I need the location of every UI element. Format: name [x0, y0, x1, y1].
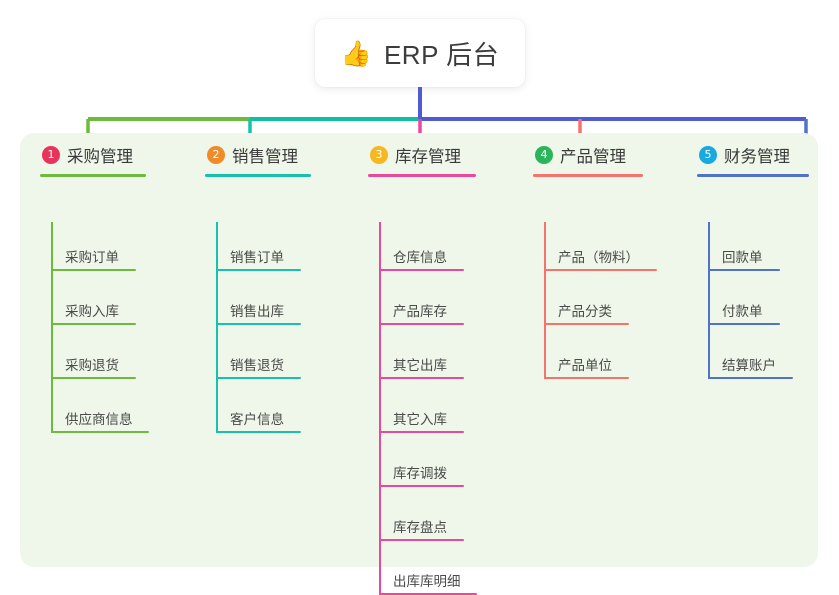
- submodule-underline: [708, 269, 780, 271]
- module-underline: [368, 174, 476, 177]
- submodule-underline: [379, 539, 464, 541]
- module-index-badge: 1: [42, 146, 60, 164]
- submodule-label: 付款单: [722, 304, 763, 319]
- modules-panel: [20, 133, 818, 567]
- submodule-underline: [216, 377, 301, 379]
- submodule-underline: [379, 323, 464, 325]
- module-column-2: 2 销售管理销售订单销售出库销售退货客户信息: [205, 133, 311, 433]
- submodule-underline: [708, 323, 780, 325]
- module-index-badge: 3: [370, 146, 388, 164]
- module-header-3[interactable]: 3 库存管理: [368, 133, 476, 177]
- module-index-badge: 2: [207, 146, 225, 164]
- module-index-badge: 5: [699, 146, 717, 164]
- module-column-3: 3 库存管理仓库信息产品库存其它出库其它入库库存调拨库存盘点出库库明细: [368, 133, 477, 595]
- column-spine: [708, 222, 710, 379]
- module-title: 产品管理: [560, 148, 626, 166]
- submodule-label: 客户信息: [230, 412, 284, 427]
- submodule-label: 其它入库: [393, 412, 447, 427]
- submodule-label: 产品（物料）: [558, 250, 639, 265]
- module-underline: [697, 174, 809, 177]
- submodule-label: 库存盘点: [393, 520, 447, 535]
- submodule-label: 销售出库: [230, 304, 284, 319]
- column-spine: [544, 222, 546, 379]
- submodule-underline: [544, 377, 629, 379]
- submodule-underline: [379, 485, 464, 487]
- submodule-label: 产品库存: [393, 304, 447, 319]
- column-spine: [51, 222, 53, 433]
- module-header-1[interactable]: 1 采购管理: [40, 133, 146, 177]
- module-underline: [533, 174, 643, 177]
- submodule-underline: [51, 269, 136, 271]
- module-column-1: 1 采购管理采购订单采购入库采购退货供应商信息: [40, 133, 149, 433]
- submodule-label: 销售订单: [230, 250, 284, 265]
- submodule-label: 回款单: [722, 250, 763, 265]
- module-title: 财务管理: [724, 148, 790, 166]
- submodule-label: 库存调拨: [393, 466, 447, 481]
- module-index-badge: 4: [535, 146, 553, 164]
- submodule-label: 供应商信息: [65, 412, 133, 427]
- column-spine: [379, 222, 381, 595]
- submodule-underline: [51, 377, 136, 379]
- submodule-underline: [216, 431, 301, 433]
- submodule-label: 结算账户: [722, 358, 776, 373]
- module-header-4[interactable]: 4 产品管理: [533, 133, 643, 177]
- module-underline: [205, 174, 311, 177]
- submodule-underline: [51, 431, 149, 433]
- submodule-underline: [379, 377, 464, 379]
- submodule-label: 采购订单: [65, 250, 119, 265]
- submodule-label: 出库库明细: [393, 574, 461, 589]
- module-title: 销售管理: [232, 148, 298, 166]
- module-column-5: 5 财务管理回款单付款单结算账户: [697, 133, 809, 379]
- module-header-2[interactable]: 2 销售管理: [205, 133, 311, 177]
- module-title: 库存管理: [395, 148, 461, 166]
- submodule-label: 采购退货: [65, 358, 119, 373]
- submodule-underline: [544, 269, 657, 271]
- submodule-label: 产品单位: [558, 358, 612, 373]
- submodule-underline: [379, 431, 464, 433]
- submodule-underline: [708, 377, 793, 379]
- thumbs-up-icon: 👍: [340, 38, 372, 68]
- submodule-label: 其它出库: [393, 358, 447, 373]
- submodule-label: 采购入库: [65, 304, 119, 319]
- submodule-label: 产品分类: [558, 304, 612, 319]
- submodule-underline: [216, 323, 301, 325]
- column-spine: [216, 222, 218, 433]
- submodule-underline: [51, 323, 136, 325]
- module-underline: [40, 174, 146, 177]
- root-title: ERP 后台: [383, 39, 500, 70]
- submodule-underline: [544, 323, 629, 325]
- submodule-label: 销售退货: [230, 358, 284, 373]
- submodule-underline: [216, 269, 301, 271]
- root-node[interactable]: 👍 ERP 后台: [315, 19, 525, 87]
- submodule-label: 仓库信息: [393, 250, 447, 265]
- module-title: 采购管理: [67, 148, 133, 166]
- module-column-4: 4 产品管理产品（物料） 产品分类产品单位: [533, 133, 657, 379]
- module-header-5[interactable]: 5 财务管理: [697, 133, 809, 177]
- submodule-underline: [379, 269, 464, 271]
